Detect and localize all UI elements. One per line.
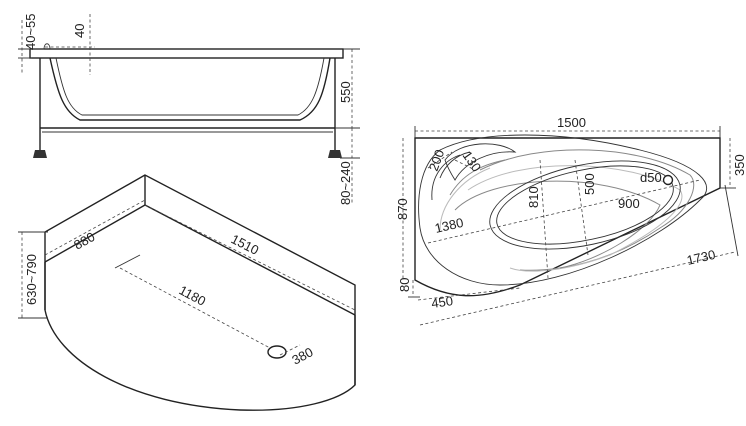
label-top-r130: 130	[460, 148, 485, 174]
dim-line-iso-inner	[119, 267, 271, 349]
foot-left	[33, 150, 47, 158]
label-top-length: 1500	[557, 115, 586, 130]
label-top-500: 500	[582, 173, 597, 195]
label-iso-inner: 1180	[177, 282, 209, 308]
top-basin-outer	[489, 160, 681, 250]
label-rim-width: 40	[72, 24, 87, 38]
dim-line-top-500	[574, 159, 589, 256]
label-top-r200: 200	[426, 148, 448, 174]
label-top-diagonal: 1730	[685, 247, 717, 268]
dim-line-top-diagonal	[419, 251, 736, 326]
tub-shell-inner	[55, 57, 325, 116]
label-rim-height: 40~55	[23, 13, 38, 50]
iso-outline	[44, 174, 356, 411]
label-top-height: 870	[395, 198, 410, 220]
label-top-450: 450	[430, 293, 454, 311]
iso-floor-line-left	[44, 204, 146, 263]
top-basin-inner	[496, 165, 674, 245]
dim-line-top-450	[417, 287, 521, 301]
dim-line-top-1380	[427, 179, 701, 244]
side-view: 40~55 40 550 80~240	[18, 13, 360, 205]
iso-view: 630~790 880 1510 1180 380	[18, 174, 356, 411]
top-view: 1500 350 870 80 200 130 810 500 d50 900 …	[395, 115, 746, 326]
tub-rim	[29, 48, 344, 59]
foot-right	[328, 150, 342, 158]
label-depth: 550	[338, 81, 353, 103]
iso-floor-line-right	[144, 204, 356, 316]
tub-shell	[49, 57, 331, 121]
label-iso-drain: 380	[289, 344, 315, 367]
label-legs: 80~240	[338, 161, 353, 205]
label-iso-width: 880	[71, 229, 97, 253]
dim-line-iso-width	[44, 199, 146, 256]
iso-drain	[267, 345, 287, 359]
label-iso-height: 630~790	[24, 254, 39, 305]
label-top-drain: d50	[640, 170, 662, 185]
label-top-900: 900	[618, 196, 640, 211]
overflow-knob	[43, 43, 51, 50]
label-top-810: 810	[526, 186, 541, 208]
top-drain	[662, 174, 674, 186]
dim-line-iso-drain	[279, 344, 301, 356]
label-iso-length: 1510	[229, 231, 262, 257]
label-top-right: 350	[732, 154, 746, 176]
label-top-1380: 1380	[433, 215, 465, 236]
dim-line-iso-length	[144, 204, 356, 311]
label-top-bottom: 80	[397, 278, 412, 292]
dim-line-top-810	[539, 159, 549, 279]
top-rim	[418, 134, 708, 286]
